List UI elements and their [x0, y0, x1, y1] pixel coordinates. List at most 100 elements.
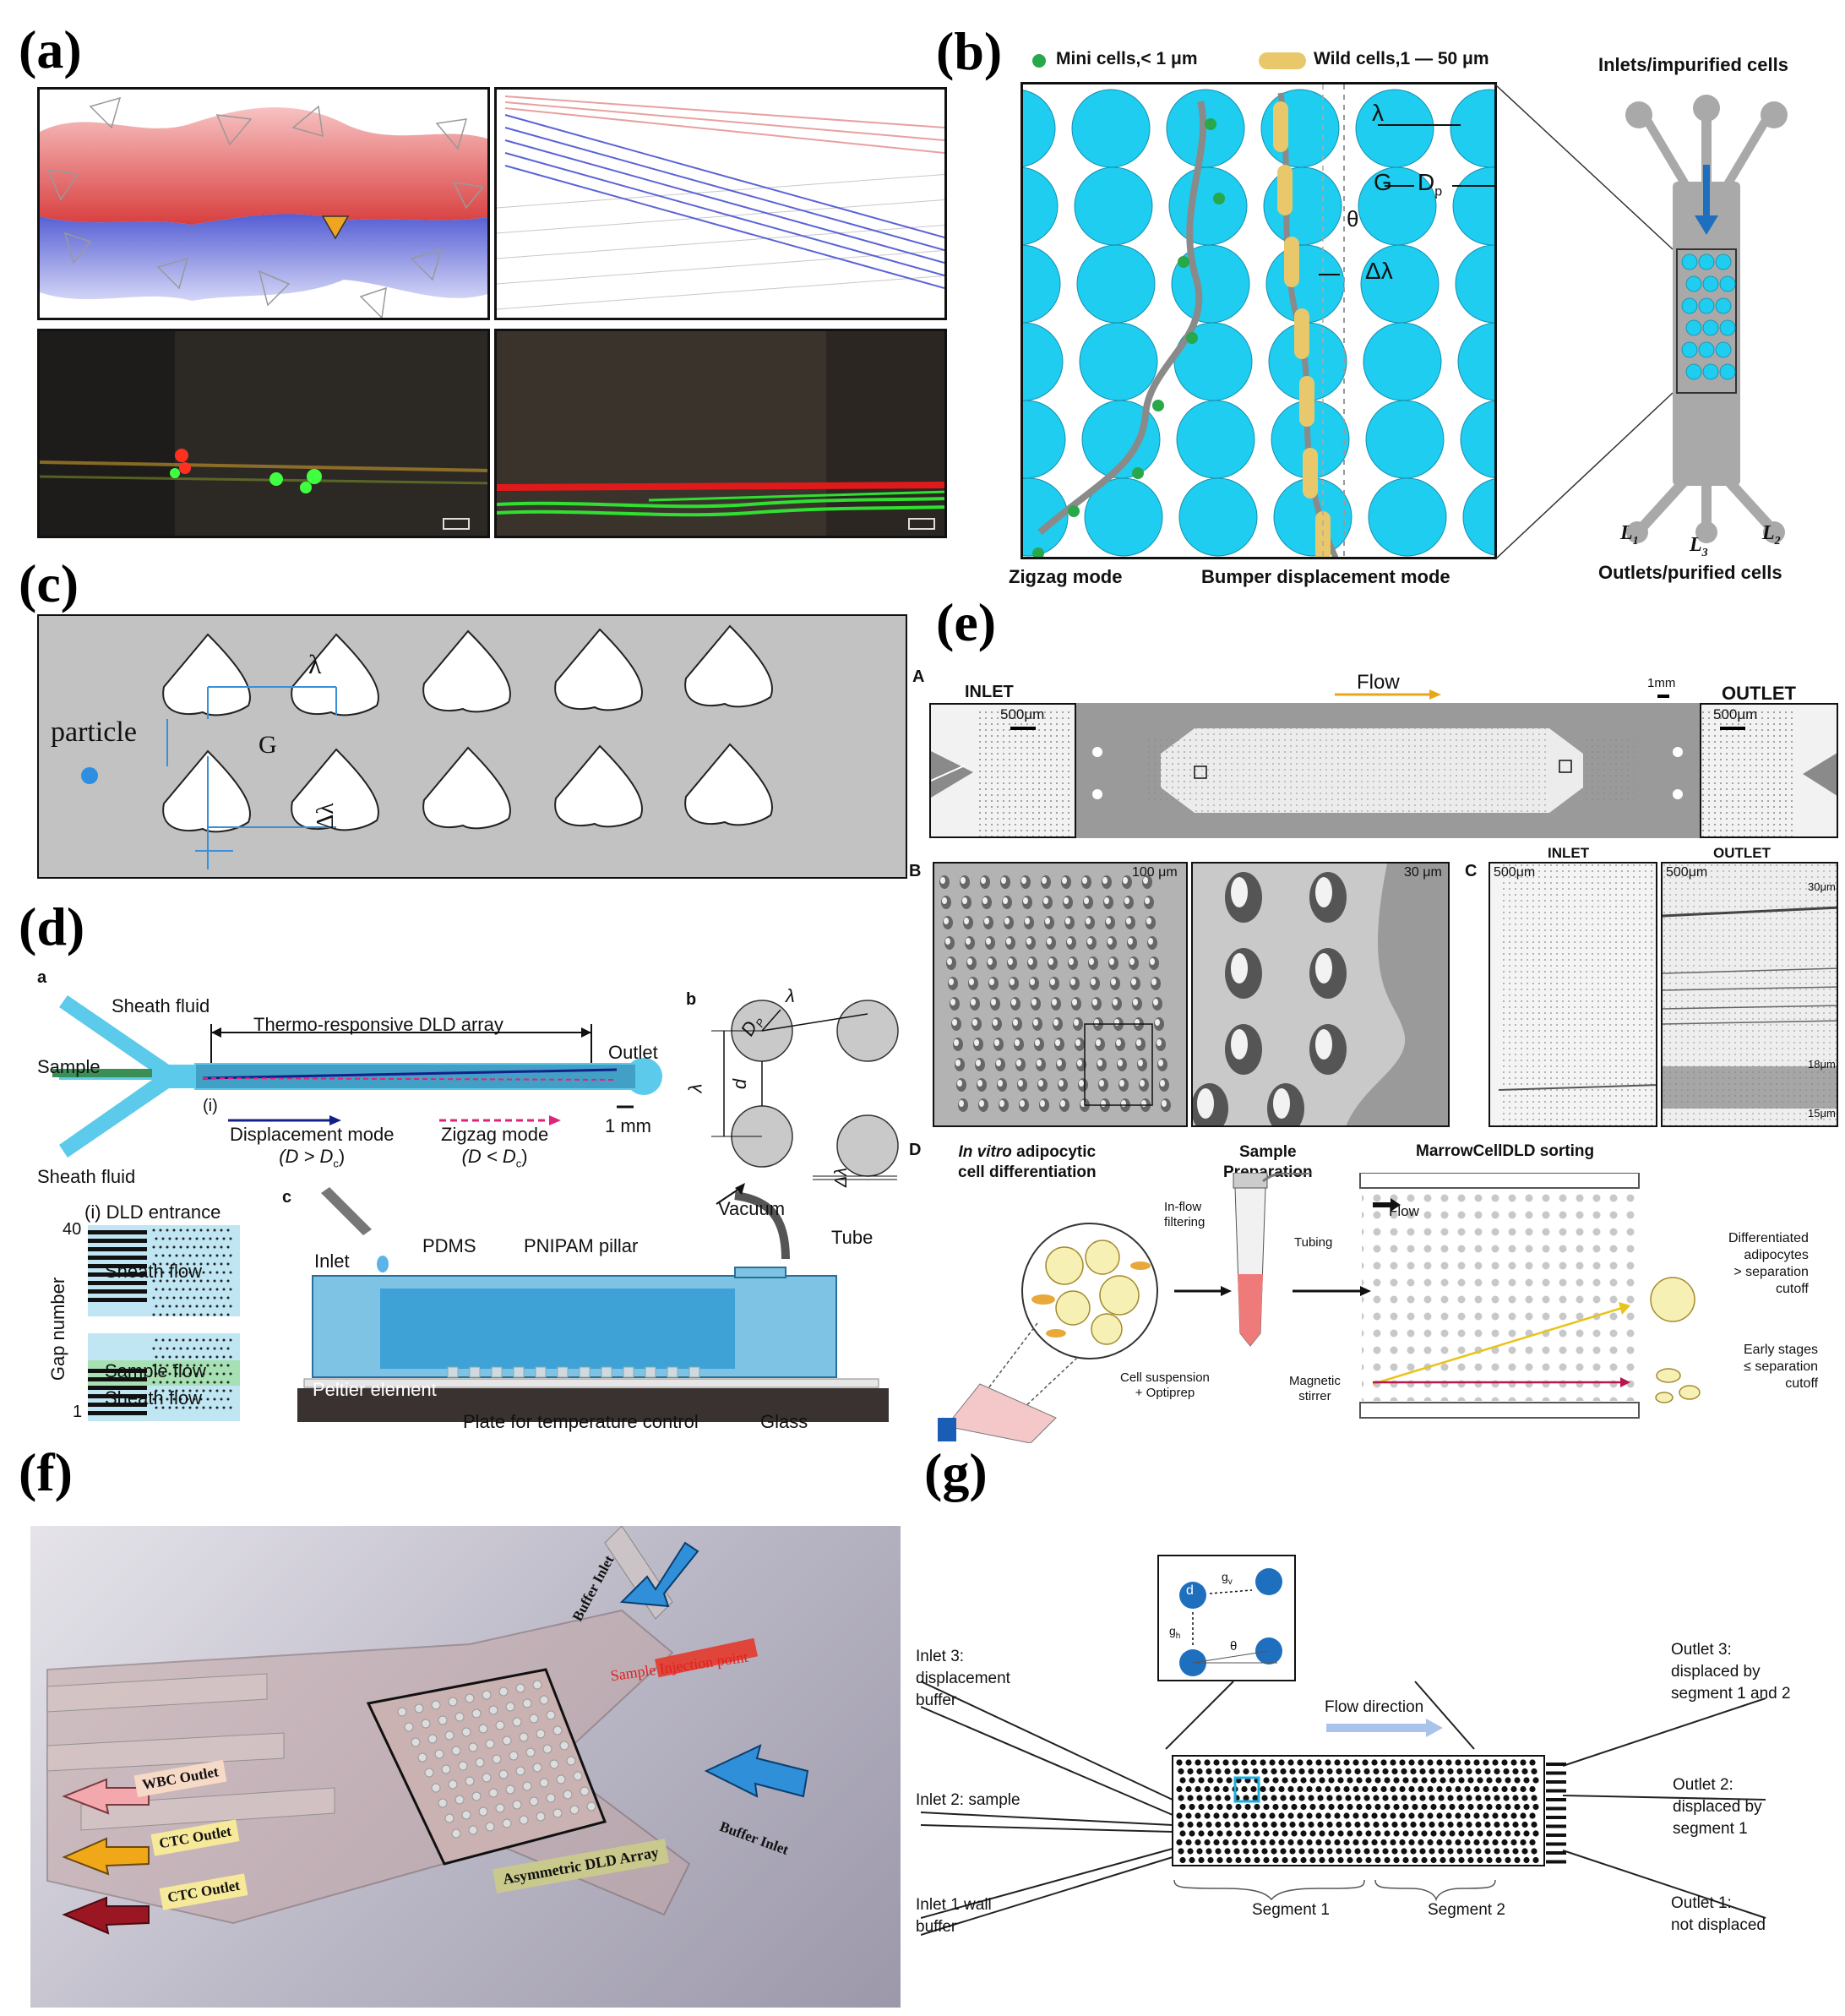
asymmetric-pillar: [554, 628, 643, 711]
streamline-simulation-left: [37, 87, 490, 320]
e-outlet-zoom: [1700, 703, 1838, 838]
e-inlet-label: INLET: [965, 683, 1014, 701]
asymmetric-pillar: [684, 743, 773, 826]
legend-wild-cells: Wild cells,1 — 50 μm: [1314, 49, 1489, 68]
sheath-fluid-top: Sheath fluid: [112, 995, 210, 1016]
wild-cell: [1303, 448, 1318, 499]
asymmetric-pillar: [162, 749, 251, 833]
mini-cell: [1186, 332, 1198, 344]
wild-cell: [1284, 237, 1299, 287]
mini-cell: [1178, 256, 1189, 268]
tubing-label: Tubing: [1294, 1235, 1333, 1250]
db-lambda-v: λ: [684, 1083, 706, 1093]
pdms-label: PDMS: [422, 1235, 476, 1256]
sheath-flow-top: Sheath flow: [105, 1261, 202, 1282]
dld-array-device-g: [921, 1681, 1766, 1936]
panel-label-d: (d): [19, 896, 85, 956]
label-dp: Dp: [1418, 169, 1443, 199]
wild-cell: [1273, 101, 1288, 152]
sort-flow-label: Flow: [1389, 1203, 1419, 1219]
i-marker: (i): [203, 1097, 218, 1115]
db-d: d: [729, 1078, 751, 1090]
workflow-illustration: [938, 1173, 1701, 1443]
dld-channel-schematic: [52, 995, 662, 1158]
e-c-scale2: 500μm: [1666, 865, 1708, 880]
legend-mini-cells: Mini cells,< 1 μm: [1056, 49, 1198, 68]
gap-number-axis: Gap number: [47, 1277, 69, 1381]
panel-label-e: (e): [936, 592, 997, 652]
e-sub-C: C: [1465, 862, 1478, 880]
e-c-scale1: 500μm: [1494, 865, 1536, 880]
inset-d: d: [1186, 1583, 1194, 1598]
segment2-label: Segment 2: [1428, 1901, 1505, 1919]
particle-dot: [81, 767, 98, 784]
glass-label: Glass: [760, 1411, 808, 1432]
pillar: [1023, 322, 1064, 401]
e-c-30: 30μm: [1808, 880, 1836, 893]
pillar: [1176, 400, 1255, 479]
gap-number-max: 40: [63, 1220, 82, 1239]
c-lambda-label: λ: [308, 649, 322, 679]
sheath-flow-bottom: Sheath flow: [105, 1387, 202, 1408]
mini-cell: [1152, 400, 1164, 411]
e-scale-100: 100 μm: [1132, 865, 1178, 880]
fluorescence-image-left: [37, 329, 490, 538]
e-scalebar-1mm: [1657, 695, 1669, 698]
wild-cell: [1277, 165, 1293, 215]
vacuum-label: Vacuum: [718, 1198, 786, 1219]
d-sub-c: c: [282, 1188, 292, 1207]
panel-label-f: (f): [19, 1442, 73, 1502]
inlet-label-d: Inlet: [314, 1250, 350, 1272]
e-inlet-zoom: [929, 703, 1076, 838]
inset-theta: θ: [1230, 1639, 1238, 1654]
cell-suspension-label: Cell suspension+ Optiprep: [1120, 1370, 1210, 1400]
zigzag-mode-label: Zigzag mode(D < Dc): [441, 1124, 549, 1170]
pillar: [1023, 477, 1069, 557]
pillar: [1263, 166, 1342, 246]
sorting-title: MarrowCellDLD sorting: [1416, 1142, 1595, 1160]
plate-label: Plate for temperature control: [463, 1411, 699, 1432]
e-scale-30: 30 μm: [1404, 865, 1442, 880]
pillar: [1450, 89, 1494, 168]
micrograph-inlet: [1489, 862, 1657, 1127]
geometry-inset: [1157, 1555, 1296, 1681]
pillar: [1368, 477, 1447, 557]
label-theta: θ: [1347, 206, 1359, 232]
e-scalebar-b: [1720, 727, 1745, 730]
pillar-array-svg: [1023, 84, 1494, 557]
g-flow-arrow: [1326, 1719, 1443, 1737]
pillar-geometry-diagram: [711, 1000, 899, 1180]
peltier-label: Peltier element: [313, 1379, 437, 1400]
panel-label-b: (b): [936, 21, 1003, 81]
sem-image-2: [1191, 862, 1450, 1127]
e-sub-B: B: [909, 862, 922, 880]
pillar: [1023, 166, 1059, 246]
e-c-inlet: INLET: [1548, 845, 1590, 861]
f-3d-render: [30, 1526, 901, 2008]
inset-gh: gh: [1169, 1624, 1181, 1641]
d-sub-a: a: [37, 968, 47, 987]
c-dlambda-label: Δλ: [312, 803, 339, 830]
array-label: Thermo-responsive DLD array: [253, 1014, 503, 1035]
pillar: [1071, 89, 1151, 168]
bumper-mode-caption: Bumper displacement mode: [1201, 566, 1450, 587]
asymmetric-pillar-diagram: [37, 614, 907, 879]
c-gap-label: G: [259, 731, 277, 759]
e-scale-1mm: 1mm: [1647, 676, 1676, 690]
mini-cell: [1068, 505, 1080, 517]
panel-label-a: (a): [19, 19, 82, 79]
inset-gv: gv: [1222, 1570, 1233, 1587]
inlets-caption: Inlets/impurified cells: [1598, 54, 1788, 75]
pillar: [1260, 89, 1340, 168]
pillar-array-diagram: [1020, 82, 1497, 559]
pillar: [1076, 244, 1156, 324]
flow-arrow-e: [1335, 689, 1441, 700]
mini-cell: [1213, 193, 1225, 204]
